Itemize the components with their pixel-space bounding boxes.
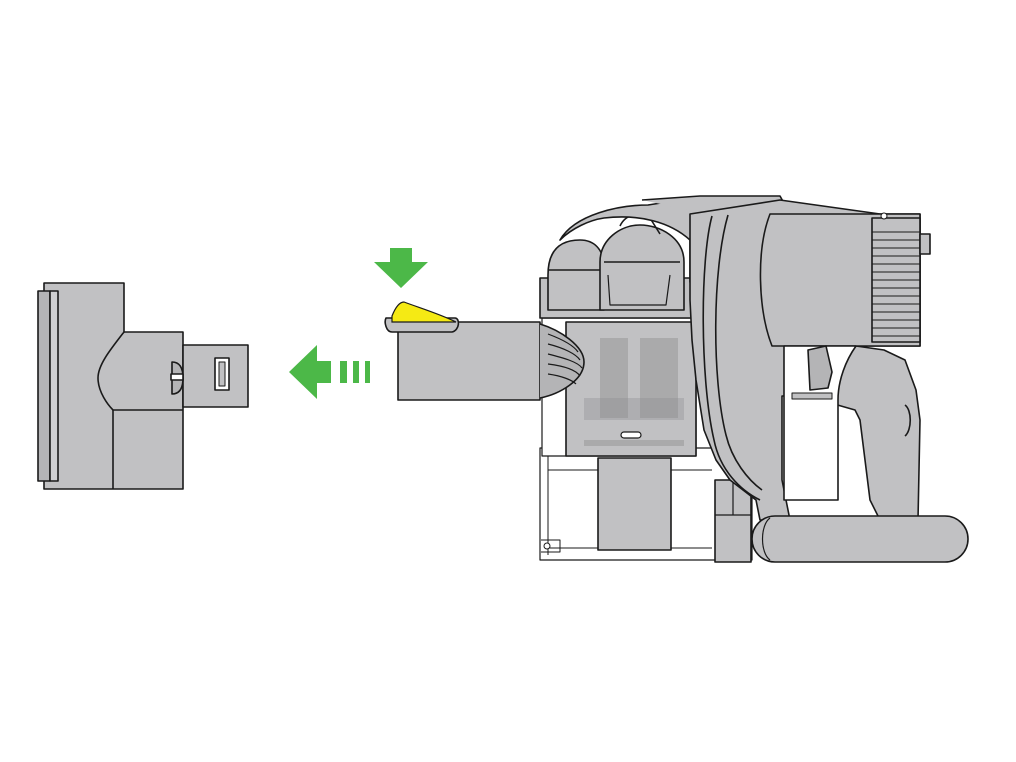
release-catch-icon [391, 301, 457, 323]
arrow-down-icon [374, 248, 428, 288]
handheld-vacuum [384, 195, 969, 563]
nozzle-grip-ridges [547, 333, 583, 385]
motor-vents [872, 231, 920, 337]
arrow-left-icon [289, 345, 370, 399]
shroud-mesh [584, 338, 684, 446]
combination-tool [37, 282, 249, 490]
